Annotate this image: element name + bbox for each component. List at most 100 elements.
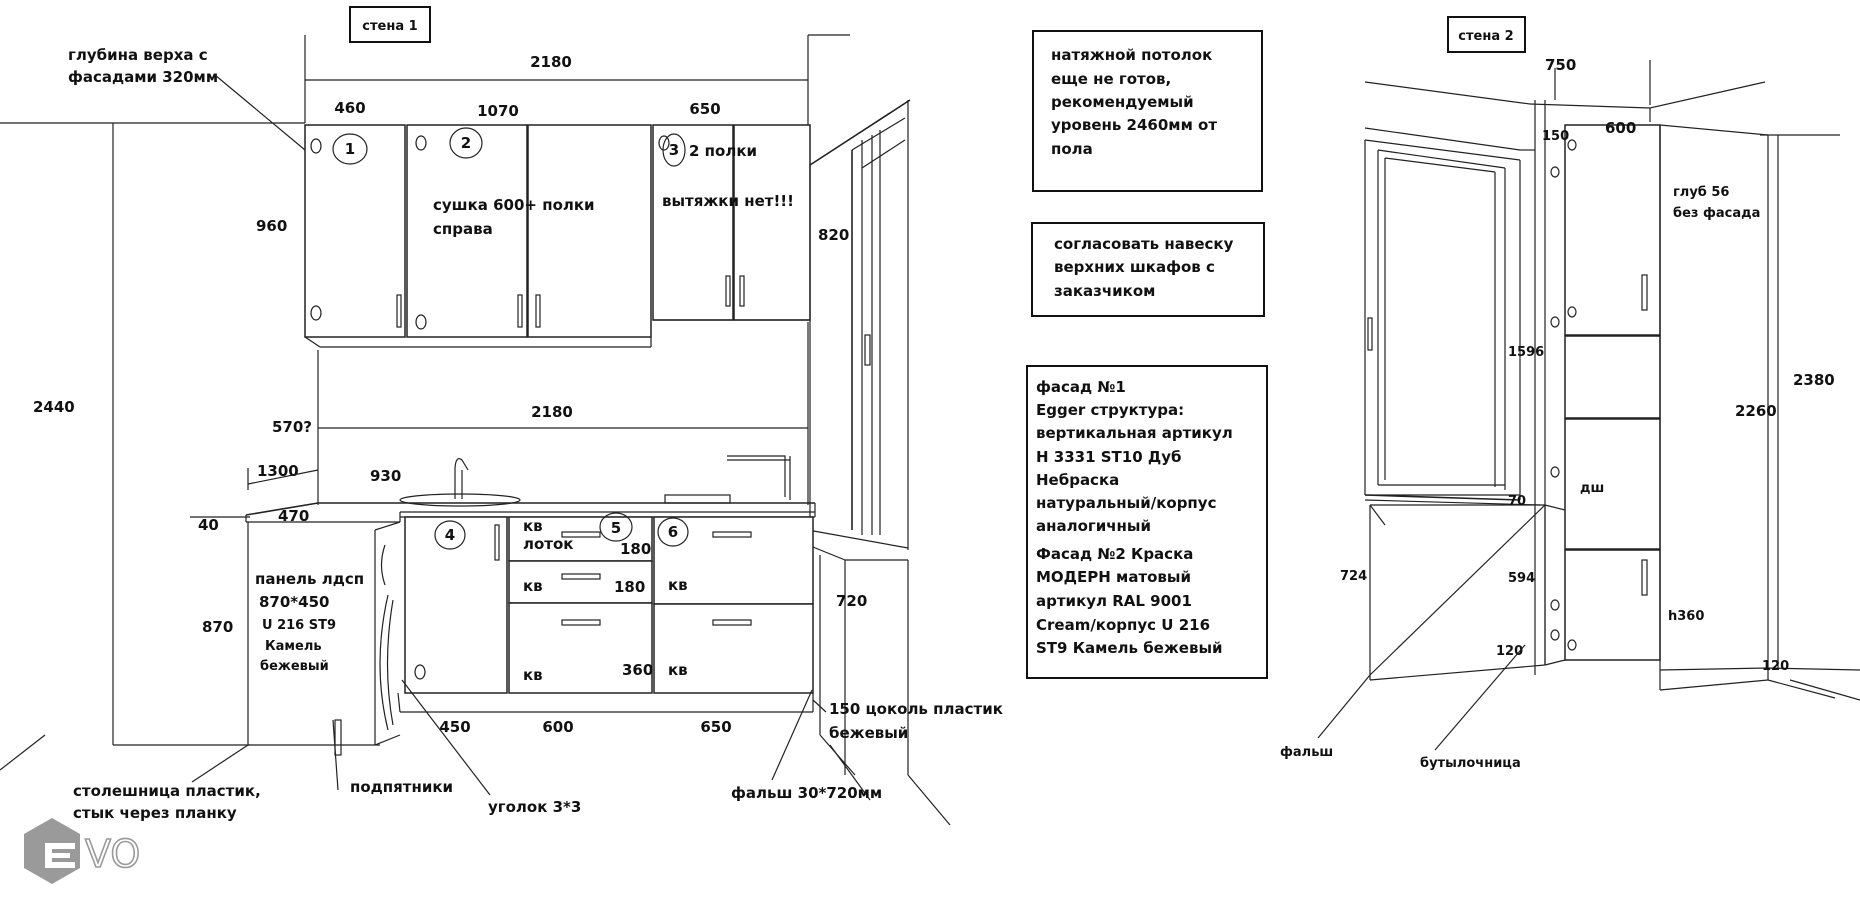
- corner-note: уголок 3*3: [488, 798, 581, 816]
- dim-360: 360: [622, 661, 653, 679]
- bottle-rack-label: бутылочница: [1420, 756, 1521, 771]
- info-boxes: натяжной потолок еще не готов, рекоменду…: [1026, 30, 1268, 679]
- dim-2260: 2260: [1735, 402, 1777, 420]
- dim-180b: 180: [614, 578, 645, 596]
- tall-cabinet-upper: [1564, 124, 1661, 336]
- dim-base-650: 650: [700, 718, 731, 736]
- dim-1596: 1596: [1508, 345, 1544, 360]
- dim-180a: 180: [620, 540, 651, 558]
- marker-4: 4: [445, 526, 455, 544]
- dim-1070: 1070: [477, 102, 519, 120]
- wall-2-title-box: [1447, 16, 1526, 53]
- panel-note-line4: Камель: [265, 639, 322, 654]
- panel-note-line1: панель лдсп: [255, 570, 364, 588]
- dim-750: 750: [1545, 56, 1576, 74]
- label-kv-1: кв: [523, 517, 543, 535]
- no-hood-note: вытяжки нет!!!: [662, 192, 794, 210]
- agree-note-box: [1031, 222, 1265, 317]
- dryer-note-line2: справа: [433, 220, 493, 238]
- wall-2-title: стена 2: [1458, 29, 1513, 44]
- base-drawer-6-bottom: [653, 603, 814, 694]
- facade-line-12: ST9 Камель бежевый: [1036, 639, 1223, 657]
- panel-note-line3: U 216 ST9: [262, 618, 336, 633]
- upper-cabinet-1: [304, 124, 406, 338]
- tall-cabinet-dw: [1564, 418, 1661, 550]
- facade-line-2: Egger структура:: [1036, 401, 1184, 419]
- ceiling-line-5: пола: [1051, 140, 1093, 158]
- facade-spec-box: [1026, 365, 1268, 679]
- marker-2: 2: [461, 134, 471, 152]
- drawer-180: [508, 560, 653, 604]
- agree-line-1: согласовать навеску: [1054, 235, 1234, 253]
- evo-logo: VO: [24, 818, 141, 884]
- facade-line-4: H 3331 ST10 Дуб: [1036, 448, 1182, 466]
- logo-e-mark: [45, 843, 75, 868]
- dim-mid-2180: 2180: [531, 403, 573, 421]
- label-kv-3: кв: [523, 666, 543, 684]
- depth-note-line1: глуб 56: [1673, 185, 1729, 200]
- dim-1300: 1300: [257, 462, 299, 480]
- dryer-note-line1: сушка 600+ полки: [433, 196, 595, 214]
- wall-1-title: стена 1: [362, 19, 417, 34]
- wall-1-title-box: [349, 6, 431, 43]
- agree-line-3: заказчиком: [1054, 282, 1155, 300]
- ceiling-line-1: натяжной потолок: [1051, 46, 1212, 64]
- dim-960: 960: [256, 217, 287, 235]
- panel-note-line5: бежевый: [260, 659, 329, 674]
- plinth-note-line2: бежевый: [829, 724, 908, 742]
- facade-line-9: МОДЕРН матовый: [1036, 568, 1191, 586]
- dim-930: 930: [370, 467, 401, 485]
- two-shelves-note: 2 полки: [689, 142, 757, 160]
- filler-label: фальш: [1280, 745, 1333, 760]
- depth-note-line2: без фасада: [1673, 206, 1760, 221]
- dim-650-top: 650: [689, 100, 720, 118]
- ceiling-line-3: рекомендуемый: [1051, 93, 1194, 111]
- upper-cabinet-2-left: [406, 124, 528, 338]
- ceiling-note: натяжной потолок еще не готов, рекоменду…: [1051, 46, 1217, 158]
- facade-line-5: Небраска: [1036, 471, 1119, 489]
- facade-spec: фасад №1 Egger структура: вертикальная а…: [1036, 378, 1233, 657]
- marker-6: 6: [668, 523, 678, 541]
- base-cabinet-4: [404, 516, 508, 694]
- drawer-tray: [508, 516, 653, 562]
- tall-cabinet-lower: [1564, 549, 1661, 661]
- dim-570: 570?: [272, 418, 312, 436]
- agree-line-2: верхних шкафов с: [1054, 258, 1215, 276]
- facade-line-10: артикул RAL 9001: [1036, 592, 1192, 610]
- filler-note: фальш 30*720мм: [731, 784, 882, 802]
- label-kv-4: кв: [668, 576, 688, 594]
- depth-note-line1: глубина верха с: [68, 46, 208, 64]
- facade-line-8: Фасад №2 Краска: [1036, 545, 1193, 563]
- dim-total-top: 2180: [530, 53, 572, 71]
- dim-470: 470: [278, 507, 309, 525]
- upper-cabinet-2-right: [527, 124, 652, 338]
- logo-text: VO: [85, 832, 140, 876]
- dim-40: 40: [198, 516, 219, 534]
- dim-2380: 2380: [1793, 371, 1835, 389]
- marker-1: 1: [345, 140, 355, 158]
- dim-2440: 2440: [33, 398, 75, 416]
- h360-label: h360: [1668, 609, 1704, 624]
- facade-line-3: вертикальная артикул: [1036, 424, 1233, 442]
- ceiling-line-4: уровень 2460мм от: [1051, 116, 1217, 134]
- dim-724: 724: [1340, 569, 1367, 584]
- wall-1-view: стена 1 2180 460 1070 650 глубина верха …: [0, 6, 1003, 826]
- facade-line-1: фасад №1: [1036, 378, 1126, 396]
- dim-720: 720: [836, 592, 867, 610]
- plinth-note-line1: 150 цоколь пластик: [829, 700, 1003, 718]
- dim-120b: 120: [1762, 659, 1789, 674]
- marker-5: 5: [611, 519, 621, 537]
- upper-cabinet-3-right: [733, 124, 811, 321]
- upper-cabinet-3-left: [652, 124, 734, 321]
- panel-note-line2: 870*450: [259, 593, 329, 611]
- dim-594: 594: [1508, 571, 1535, 586]
- dim-150: 150: [1542, 129, 1569, 144]
- agree-note: согласовать навеску верхних шкафов с зак…: [1054, 235, 1234, 300]
- worktop-note-line2: стык через планку: [73, 804, 237, 822]
- facade-line-11: Cream/корпус U 216: [1036, 616, 1210, 634]
- worktop-note-line1: столешница пластик,: [73, 782, 261, 800]
- dim-base-450: 450: [439, 718, 470, 736]
- label-kv-5: кв: [668, 661, 688, 679]
- ceiling-note-box: [1032, 30, 1263, 192]
